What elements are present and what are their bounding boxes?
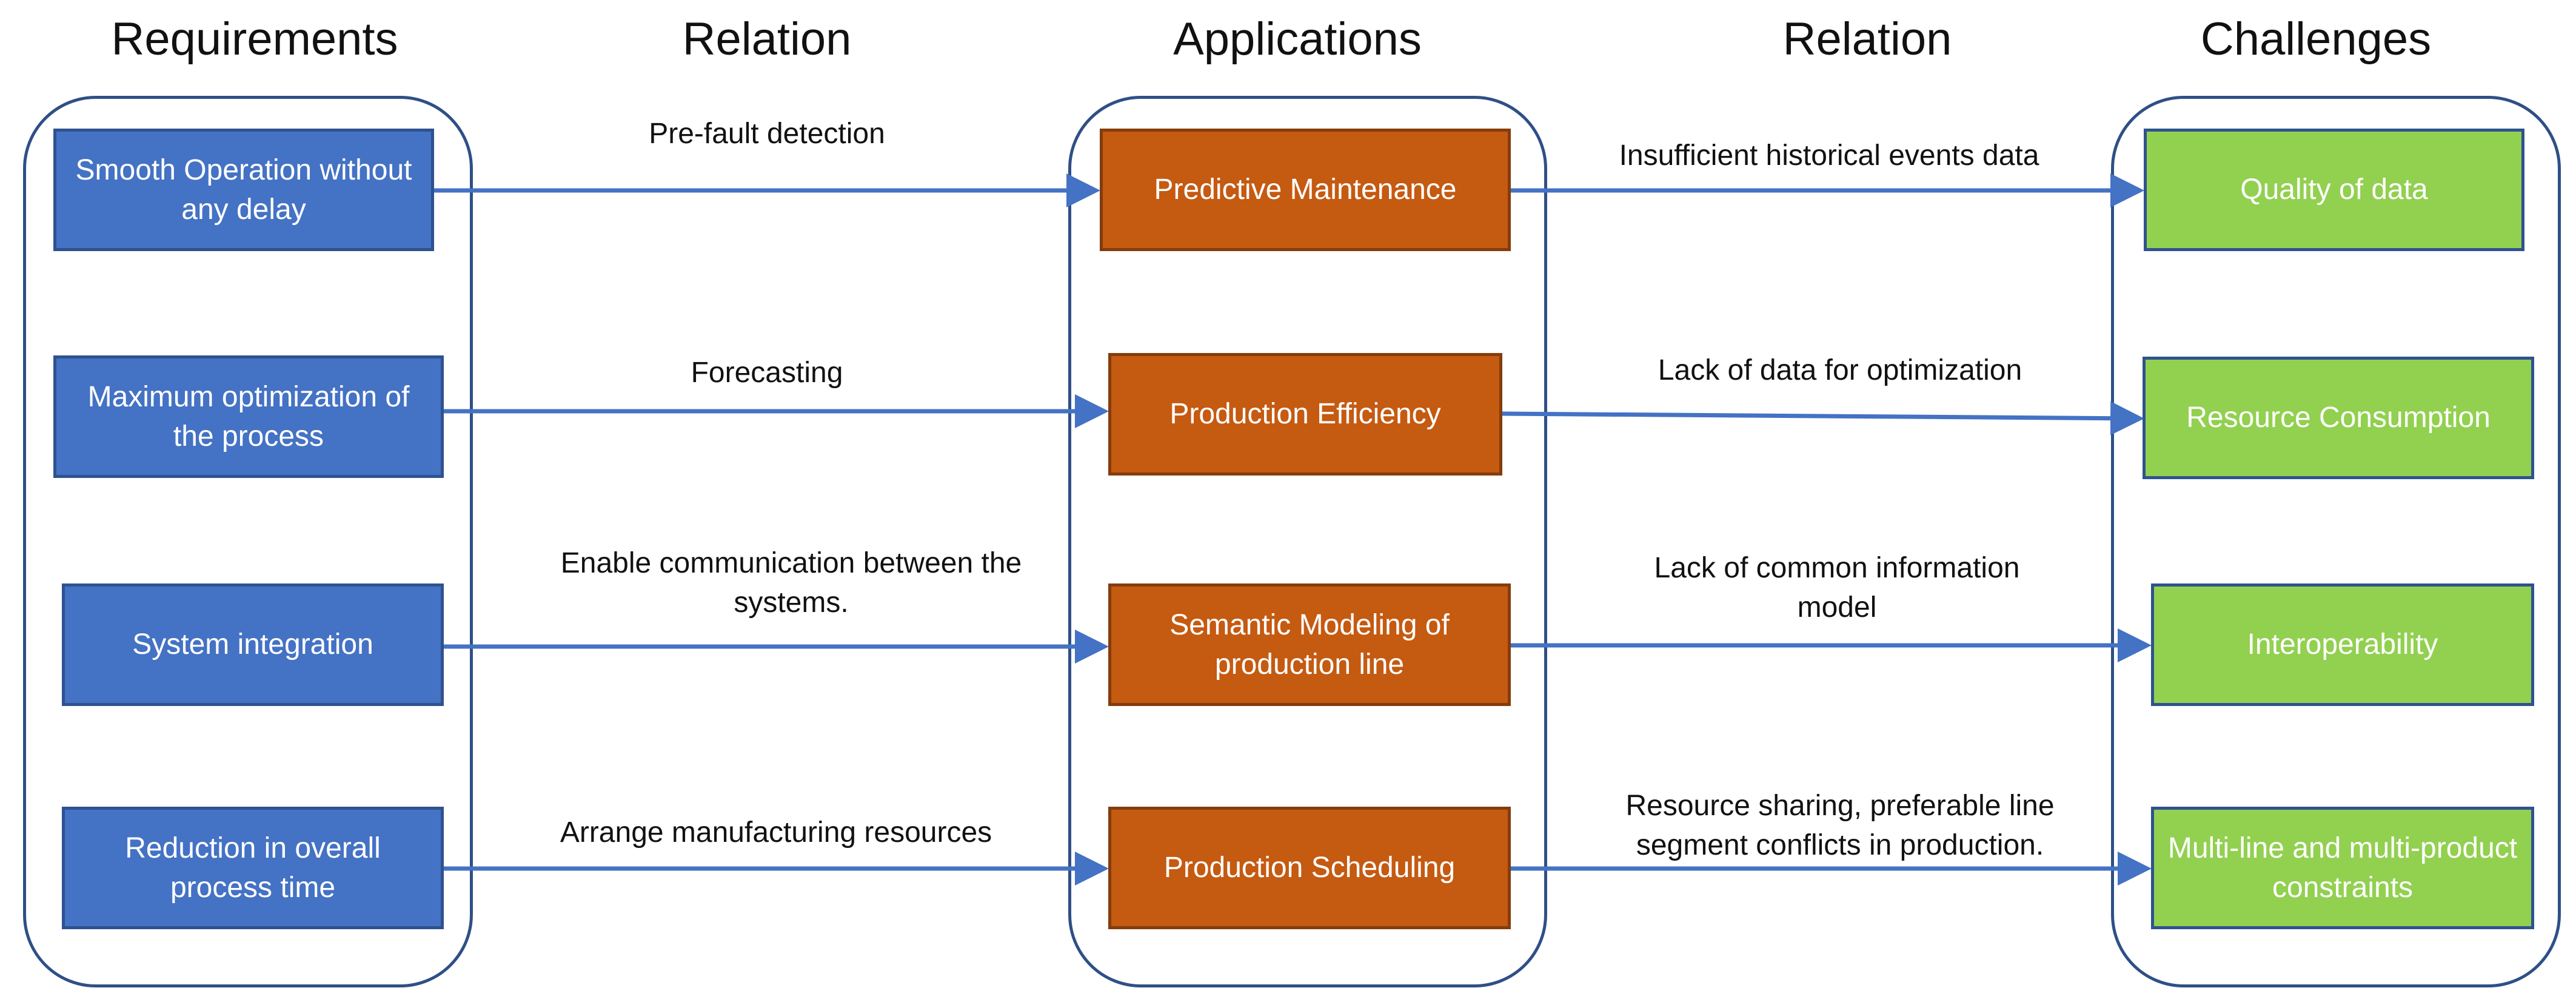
arrow-app2-chal2 <box>1502 401 2144 435</box>
relation-label-forecasting: Forecasting <box>691 357 843 389</box>
header-challenges: Challenges <box>2200 13 2432 65</box>
application-box-semantic-modeling: Semantic Modeling of production line <box>1108 583 1511 706</box>
header-relation-left: Relation <box>682 13 852 65</box>
challenge-box-quality-of-data: Quality of data <box>2144 129 2524 251</box>
requirement-box-max-optimization: Maximum optimization of the process <box>53 355 444 478</box>
header-applications: Applications <box>1173 13 1422 65</box>
challenge-box-interoperability: Interoperability <box>2151 583 2534 706</box>
relation-label-enable-communication: Enable communication between the systems… <box>560 547 1022 619</box>
requirement-box-reduction-process-time: Reduction in overall process time <box>62 807 444 929</box>
challenge-box-multi-line-constraints: Multi-line and multi-product constraints <box>2151 807 2534 929</box>
relation-label-arrange-resources: Arrange manufacturing resources <box>560 816 992 849</box>
application-box-predictive-maintenance: Predictive Maintenance <box>1100 129 1511 251</box>
application-box-production-efficiency: Production Efficiency <box>1108 353 1502 476</box>
header-requirements: Requirements <box>111 13 398 65</box>
relation-label-common-information-model: Lack of common information model <box>1654 552 2020 624</box>
header-relation-right: Relation <box>1782 13 1952 65</box>
application-box-production-scheduling: Production Scheduling <box>1108 807 1511 929</box>
requirement-box-smooth-operation: Smooth Operation without any delay <box>53 129 434 251</box>
relation-label-pre-fault-detection: Pre-fault detection <box>649 118 885 150</box>
challenge-box-resource-consumption: Resource Consumption <box>2143 357 2534 479</box>
relation-label-lack-of-data: Lack of data for optimization <box>1658 354 2022 386</box>
requirements-group <box>23 96 473 987</box>
requirement-box-system-integration: System integration <box>62 583 444 706</box>
relation-label-insufficient-data: Insufficient historical events data <box>1619 140 2039 172</box>
relation-label-resource-sharing: Resource sharing, preferable line segmen… <box>1625 790 2055 862</box>
challenges-group <box>2111 96 2561 987</box>
applications-group <box>1068 96 1547 987</box>
